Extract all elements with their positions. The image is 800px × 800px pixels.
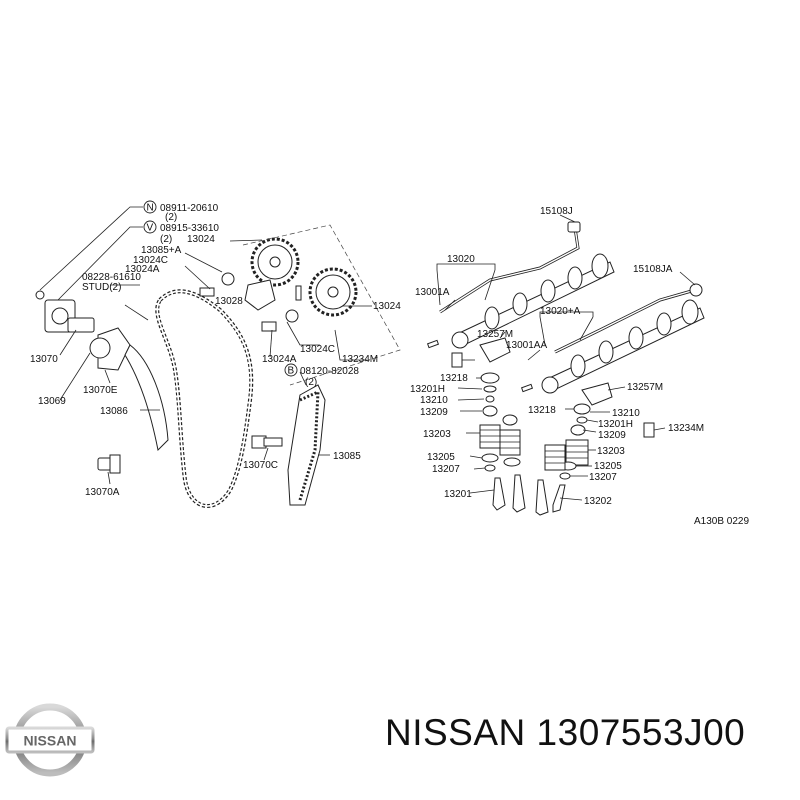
part-label: 13024 (187, 234, 215, 245)
part-label: 08120-82028 (300, 366, 359, 377)
part-label: 13202 (584, 496, 612, 507)
part-label: 13210 (612, 408, 640, 419)
marker-v-letter: V (147, 223, 154, 234)
marker-b (284, 363, 298, 377)
tensioner-body-13070 (35, 290, 95, 333)
part-label: 13001A (415, 287, 450, 298)
marker-n (143, 200, 157, 214)
washer-13024c-2 (285, 309, 299, 323)
plug-13234m-2 (643, 422, 655, 438)
part-label: 13234M (668, 423, 704, 434)
nissan-logo-icon: NISSAN (5, 703, 95, 777)
washer-13024c (221, 272, 235, 286)
part-label: 13234M (342, 354, 378, 365)
part-label: 13086 (100, 406, 128, 417)
diagram-code: A130B 0229 (694, 516, 749, 527)
part-label: 13201H (598, 419, 633, 430)
part-label: STUD(2) (82, 282, 121, 293)
stud-part (124, 304, 149, 321)
part-label: (2) (305, 377, 317, 388)
part-label: 13028 (215, 296, 243, 307)
part-label: 13024 (373, 301, 401, 312)
part-label: 13070A (85, 487, 120, 498)
bolt-13070c (251, 435, 283, 449)
pin (295, 285, 302, 301)
part-label: 15108J (540, 206, 573, 217)
sensor-13257m (479, 337, 511, 363)
part-label: 13024A (125, 264, 160, 275)
part-label: 13205 (594, 461, 622, 472)
part-label: 08228-61610 (82, 272, 141, 283)
part-label: 13024A (262, 354, 297, 365)
sprocket-13024-right (308, 267, 358, 317)
part-label: 13201H (410, 384, 445, 395)
part-label: (2) (165, 212, 177, 223)
valve-stack-mid (499, 414, 549, 516)
part-label: 13024C (300, 344, 335, 355)
part-label: 13205 (427, 452, 455, 463)
sprocket-13024-left (250, 237, 300, 287)
part-label: 13070C (243, 460, 278, 471)
gasket-13070e (89, 327, 131, 371)
sensor-13257m-2 (581, 382, 613, 406)
part-label: 13207 (432, 464, 460, 475)
chain-guide-13086 (124, 344, 169, 452)
camshaft-13001aa (541, 299, 705, 394)
part-label: 13203 (597, 446, 625, 457)
part-label: 13209 (598, 430, 626, 441)
part-label: 08911-20610 (160, 203, 219, 214)
marker-v (143, 220, 157, 234)
part-label: 13085 (333, 451, 361, 462)
part-label: 13070E (83, 385, 118, 396)
valve-stack-left (479, 372, 506, 511)
part-label: 13203 (423, 429, 451, 440)
part-label: 13020+A (540, 306, 581, 317)
part-label: 13209 (420, 407, 448, 418)
bolt-13024a (199, 287, 215, 297)
marker-b-letter: B (288, 366, 295, 377)
part-label: 13218 (440, 373, 468, 384)
camshaft-13001a (451, 253, 615, 349)
part-number-title: NISSAN 1307553J00 (385, 712, 746, 753)
part-label: 13024C (133, 255, 168, 266)
bolt-13024a-2 (261, 321, 277, 332)
part-label: 13070 (30, 354, 58, 365)
part-label: 13257M (627, 382, 663, 393)
part-label: 13218 (528, 405, 556, 416)
part-label: 13020 (447, 254, 475, 265)
leader-line (57, 226, 143, 301)
part-label: 13001AA (506, 340, 547, 351)
part-label: 13069 (38, 396, 66, 407)
part-label: 13210 (420, 395, 448, 406)
part-label: 13201 (444, 489, 472, 500)
part-label: 13257M (477, 329, 513, 340)
marker-n-letter: N (147, 203, 154, 214)
part-label: 13207 (589, 472, 617, 483)
bolt-13070a (97, 454, 121, 474)
part-label: (2) (160, 234, 172, 245)
part-label: 13085+A (141, 245, 182, 256)
timing-chain-inner (156, 290, 253, 507)
tensioner-arm-13085 (287, 384, 326, 506)
logo-text: NISSAN (24, 733, 77, 749)
chain-guide-13028 (244, 279, 276, 311)
plug-13234m (451, 352, 463, 368)
part-label: 08915-33610 (160, 223, 219, 234)
leader-line (39, 206, 143, 291)
part-label: 15108JA (633, 264, 673, 275)
